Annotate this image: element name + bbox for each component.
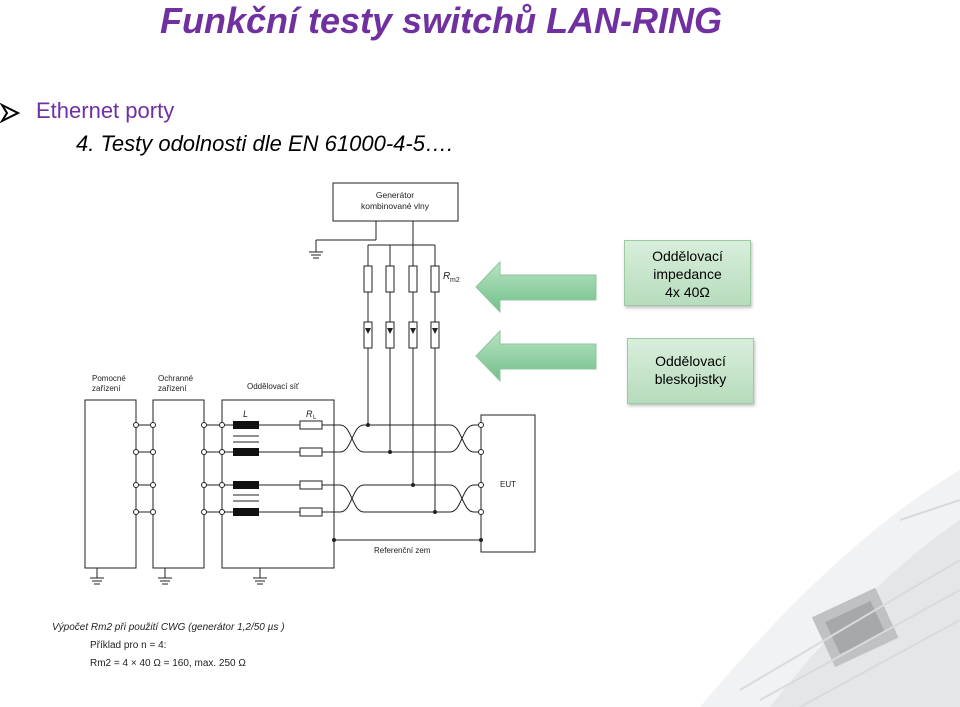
generator-label-1: Generátor [376, 190, 414, 200]
aux-label-2: zařízení [92, 384, 121, 393]
rl-label: R [306, 409, 313, 419]
bullet-text: Ethernet porty [36, 98, 175, 123]
protect-label-1: Ochranné [158, 374, 194, 383]
rm2-branch-4 [430, 245, 440, 512]
decoupling-impedance-callout: Oddělovací impedance 4x 40Ω [624, 240, 751, 306]
calculation-note: Výpočet Rm2 při použití CWG (generátor 1… [52, 622, 285, 669]
surge-arrester-callout: Oddělovací bleskojistky [627, 338, 754, 404]
generator-box [332, 182, 459, 222]
callout-line: Oddělovací [652, 248, 723, 264]
circuit-board-decoration [700, 470, 960, 707]
calc-line-3: Rm2 = 4 × 40 Ω = 160, max. 250 Ω [90, 658, 246, 669]
callout-arrow-1 [475, 260, 597, 314]
page-title: Funkční testy switchů LAN-RING [160, 0, 723, 41]
rm2-label-sub: m2 [450, 277, 460, 284]
callout-line: impedance [653, 266, 722, 282]
calc-line-2: Příklad pro n = 4: [90, 640, 167, 651]
rm2-label: R [443, 271, 450, 282]
protect-label-2: zařízení [158, 384, 187, 393]
subtitle: 4. Testy odolnosti dle EN 61000-4-5…. [76, 131, 454, 156]
rm2-branch-3 [408, 245, 418, 485]
callout-line: 4x 40Ω [665, 284, 710, 300]
arrow-bullet-icon [0, 103, 21, 123]
protect-equipment-box [152, 399, 205, 569]
generator-label-2: kombinované vlny [361, 201, 430, 211]
inductor-label: L [243, 409, 248, 419]
decoupling-label: Oddělovací síť [247, 382, 300, 391]
callout-arrow-2 [475, 329, 597, 383]
aux-equipment-box [84, 399, 137, 569]
rm2-branch-1 [363, 245, 373, 425]
calc-line-1: Výpočet Rm2 při použití CWG (generátor 1… [52, 622, 285, 633]
reference-ground-label: Referenční zem [374, 546, 431, 555]
rl-label-sub: L [313, 415, 317, 421]
eut-label: EUT [500, 480, 516, 489]
callout-line: Oddělovací [655, 353, 726, 369]
aux-label-1: Pomocné [92, 374, 126, 383]
rm2-branch-2 [385, 245, 395, 452]
callout-line: bleskojistky [654, 371, 727, 387]
